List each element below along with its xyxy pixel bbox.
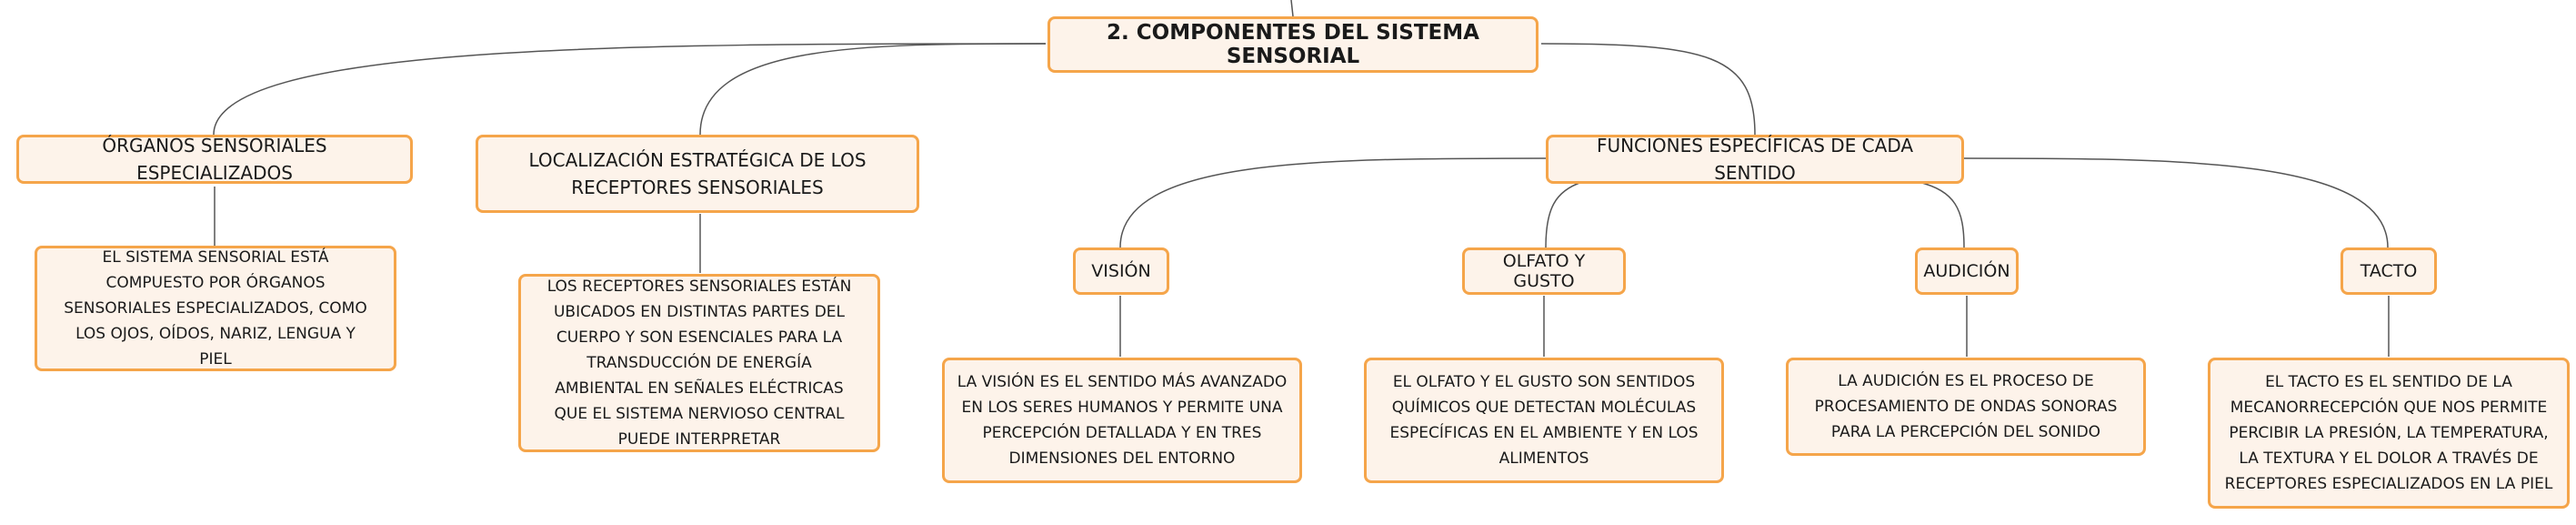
connector-funciones-vision [1119,157,1547,248]
detail-organos[interactable]: EL SISTEMA SENSORIAL ESTÁ COMPUESTO POR … [35,246,396,371]
topic-olfato-label: OLFATO Y GUSTO [1502,251,1586,291]
topic-localizacion[interactable]: LOCALIZACIÓN ESTRATÉGICA DE LOS RECEPTOR… [476,135,919,213]
detail-vision[interactable]: LA VISIÓN ES EL SENTIDO MÁS AVANZADO EN … [942,358,1302,483]
connector-funciones-olfato [1545,181,1583,248]
connector-funciones-audicion [1918,181,1965,248]
detail-localizacion-text: LOS RECEPTORES SENSORIALES ESTÁN UBICADO… [546,278,852,449]
topic-organos-label: ÓRGANOS SENSORIALES ESPECIALIZADOS [102,135,327,184]
detail-olfato[interactable]: EL OLFATO Y EL GUSTO SON SENTIDOS QUÍMIC… [1364,358,1724,483]
topic-audicion[interactable]: AUDICIÓN [1915,247,2019,295]
topic-vision[interactable]: VISIÓN [1073,247,1169,295]
connector-root-organos [213,43,1047,136]
topic-audicion-label: AUDICIÓN [1923,261,2010,281]
topic-tacto-label: TACTO [2360,261,2418,281]
detail-audicion-text: LA AUDICIÓN ES EL PROCESO DE PROCESAMIEN… [1814,372,2118,441]
connector-top-root [1290,0,1294,17]
connector-root-funciones [1540,43,1756,136]
connector-funciones-tacto [1963,157,2389,248]
topic-organos[interactable]: ÓRGANOS SENSORIALES ESPECIALIZADOS [16,135,413,184]
topic-funciones[interactable]: FUNCIONES ESPECÍFICAS DE CADA SENTIDO [1546,135,1964,184]
topic-tacto[interactable]: TACTO [2340,247,2437,295]
topic-vision-label: VISIÓN [1091,261,1151,281]
topic-olfato[interactable]: OLFATO Y GUSTO [1462,247,1626,295]
topic-funciones-label: FUNCIONES ESPECÍFICAS DE CADA SENTIDO [1596,135,1914,184]
detail-audicion[interactable]: LA AUDICIÓN ES EL PROCESO DE PROCESAMIEN… [1786,358,2146,456]
root-topic-label: 2. COMPONENTES DEL SISTEMA SENSORIAL [1107,21,1479,68]
detail-olfato-text: EL OLFATO Y EL GUSTO SON SENTIDOS QUÍMIC… [1389,373,1699,468]
detail-organos-text: EL SISTEMA SENSORIAL ESTÁ COMPUESTO POR … [64,248,367,369]
root-topic[interactable]: 2. COMPONENTES DEL SISTEMA SENSORIAL [1047,16,1539,73]
detail-vision-text: LA VISIÓN ES EL SENTIDO MÁS AVANZADO EN … [957,373,1288,468]
topic-localizacion-label: LOCALIZACIÓN ESTRATÉGICA DE LOS RECEPTOR… [528,149,867,198]
connector-root-localizacion [699,43,1047,136]
detail-tacto-text: EL TACTO ES EL SENTIDO DE LA MECANORRECE… [2224,373,2553,493]
detail-tacto[interactable]: EL TACTO ES EL SENTIDO DE LA MECANORRECE… [2208,358,2570,509]
detail-localizacion[interactable]: LOS RECEPTORES SENSORIALES ESTÁN UBICADO… [518,274,880,452]
